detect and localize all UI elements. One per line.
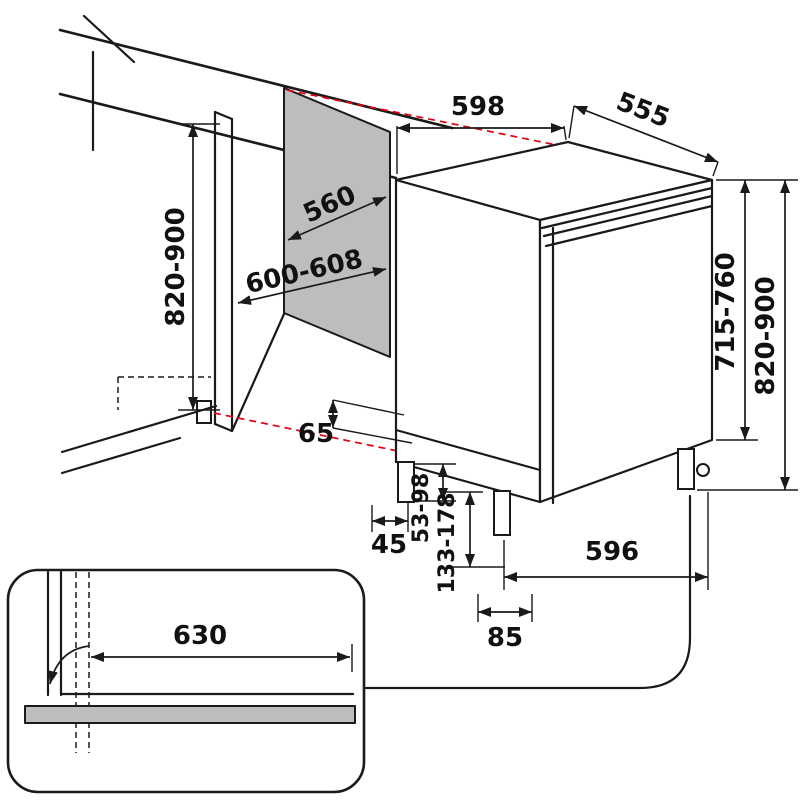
worktop-back-edge [58, 28, 454, 130]
niche-back-panel [283, 87, 391, 358]
plinth-detail-inset: 630 [6, 568, 366, 794]
dishwasher [394, 140, 714, 536]
dim-door-height: 715-760 [711, 179, 798, 441]
dim-label-596: 596 [585, 537, 639, 567]
kickplate-line [394, 428, 542, 472]
niche-floor-edge [230, 312, 286, 433]
inset-border [6, 568, 366, 794]
inset-leader-line [362, 494, 692, 690]
plinth-strip [24, 705, 356, 724]
dim-label-598: 598 [451, 92, 505, 122]
foot-rear [677, 448, 695, 490]
alignment-projection [213, 89, 567, 469]
door-top-line-1 [540, 186, 714, 230]
dim-ext [568, 105, 575, 139]
dim-label-630: 630 [173, 621, 227, 651]
plinth-front-line [60, 404, 218, 454]
dim-ext [563, 125, 567, 141]
dim-front-foot-offset: 45 [371, 502, 409, 560]
pivot-arrow [48, 645, 90, 685]
foot-front [493, 490, 511, 536]
dim-label-niche-height: 820-900 [161, 207, 191, 326]
door-top-line-2 [542, 194, 714, 238]
dim-base-recess: 65 [298, 399, 413, 449]
cabinet-base [60, 376, 218, 475]
dim-appliance-height: 820-900 [697, 180, 798, 491]
dim-label-45: 45 [371, 530, 407, 560]
dim-label-133-178: 133-178 [435, 493, 460, 594]
projection-line-bottom [213, 412, 481, 469]
dim-label-53-98: 53-98 [409, 473, 434, 543]
side-panel-top-edge [213, 110, 234, 121]
side-panel-bottom-edge [213, 422, 234, 433]
dim-label-715-760: 715-760 [711, 252, 741, 371]
dim-rear-foot-range: 133-178 [435, 491, 505, 594]
dim-line [237, 267, 387, 305]
dim-label-appliance-height: 820-900 [751, 276, 781, 395]
dim-front-foot-range: 53-98 [409, 463, 456, 543]
dim-ext [332, 399, 405, 416]
wall-corner-edge [82, 14, 136, 64]
cabinet-side-panel [213, 110, 286, 433]
dim-ext [712, 161, 719, 177]
dim-foot-inset: 85 [477, 594, 533, 653]
door-top-line-3 [544, 204, 714, 248]
dim-line [573, 105, 719, 163]
dishwasher-door-face [538, 178, 714, 504]
dim-line [287, 196, 387, 241]
floor-line [60, 436, 182, 475]
dim-ext [332, 427, 413, 444]
rear-wheel [696, 463, 710, 477]
dim-niche-height: 820-900 [161, 123, 220, 411]
dim-label-65: 65 [298, 419, 334, 449]
dim-label-85: 85 [487, 623, 523, 653]
dishwasher-side-face [394, 178, 542, 504]
foot-left [397, 461, 415, 503]
dim-feet-spacing: 596 [503, 492, 709, 590]
dim-appliance-width: 598 [396, 92, 567, 174]
